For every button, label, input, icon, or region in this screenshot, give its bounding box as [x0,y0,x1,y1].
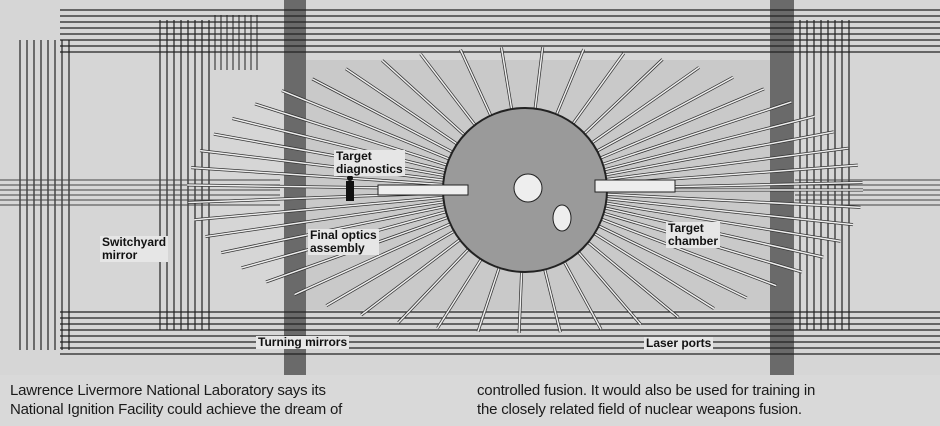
diagnostics-platform-right [594,179,676,193]
label-target-chamber: Target chamber [666,221,721,248]
chamber-port [552,204,572,232]
label-laser-ports: Laser ports [644,336,714,350]
caption-line: the closely related field of nuclear wea… [477,401,802,418]
caption-line: controlled fusion. It would also be used… [477,382,816,399]
label-turning-mirrors: Turning mirrors [256,335,350,349]
beam-lines [0,9,940,355]
label-target-diagnostics: Target diagnostics [334,149,405,176]
nif-illustration [0,0,940,375]
caption-right-column: controlled fusion. It would also be used… [477,381,815,419]
label-switchyard-mirror: Switchyard mirror [100,235,169,262]
human-figure-icon [346,175,354,201]
diagnostics-platform-left [377,184,469,196]
building-pillar-right [770,0,794,375]
chamber-port [513,173,543,203]
label-final-optics-assembly: Final optics assembly [308,228,379,255]
caption-line: Lawrence Livermore National Laboratory s… [10,382,326,399]
caption-left-column: Lawrence Livermore National Laboratory s… [10,381,342,419]
caption-line: National Ignition Facility could achieve… [10,401,343,418]
